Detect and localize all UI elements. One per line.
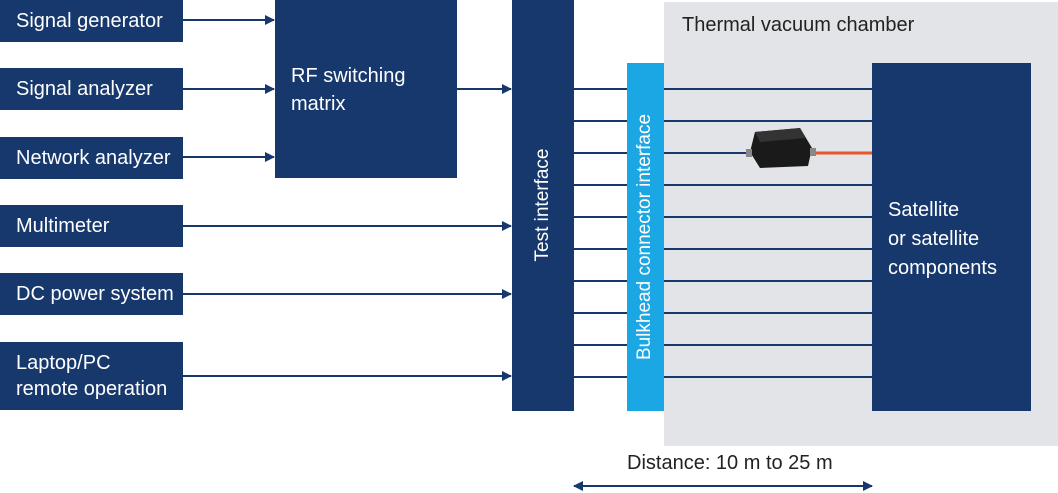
multimeter-label: Multimeter	[16, 215, 110, 237]
signal-analyzer-label: Signal analyzer	[16, 78, 153, 100]
laptop-pc-label: Laptop/PC remote operation	[16, 352, 168, 400]
dc-power-system-label: DC power system	[16, 283, 174, 305]
signal-generator-box: Signal generator	[0, 0, 183, 42]
signal-analyzer-box: Signal analyzer	[0, 68, 183, 110]
rf-switching-matrix: RF switching matrix	[275, 0, 457, 178]
network-analyzer-label: Network analyzer	[16, 147, 171, 169]
distance-label: Distance: 10 m to 25 m	[627, 452, 833, 474]
chamber-label: Thermal vacuum chamber	[682, 14, 915, 36]
multimeter-box: Multimeter	[0, 205, 183, 247]
rf-device-icon	[746, 128, 816, 168]
signal-generator-label: Signal generator	[16, 10, 163, 32]
satellite-box: Satellite or satellite components	[872, 63, 1031, 411]
bulkhead-connector-interface: Bulkhead connector interface	[627, 63, 664, 411]
laptop-pc-box: Laptop/PC remote operation	[0, 342, 183, 410]
satellite-label: Satellite or satellite components	[888, 199, 997, 279]
dc-power-system-box: DC power system	[0, 273, 183, 315]
test-interface: Test interface	[512, 0, 574, 411]
rf-switching-matrix-label: RF switching matrix	[291, 65, 406, 115]
network-analyzer-box: Network analyzer	[0, 137, 183, 179]
